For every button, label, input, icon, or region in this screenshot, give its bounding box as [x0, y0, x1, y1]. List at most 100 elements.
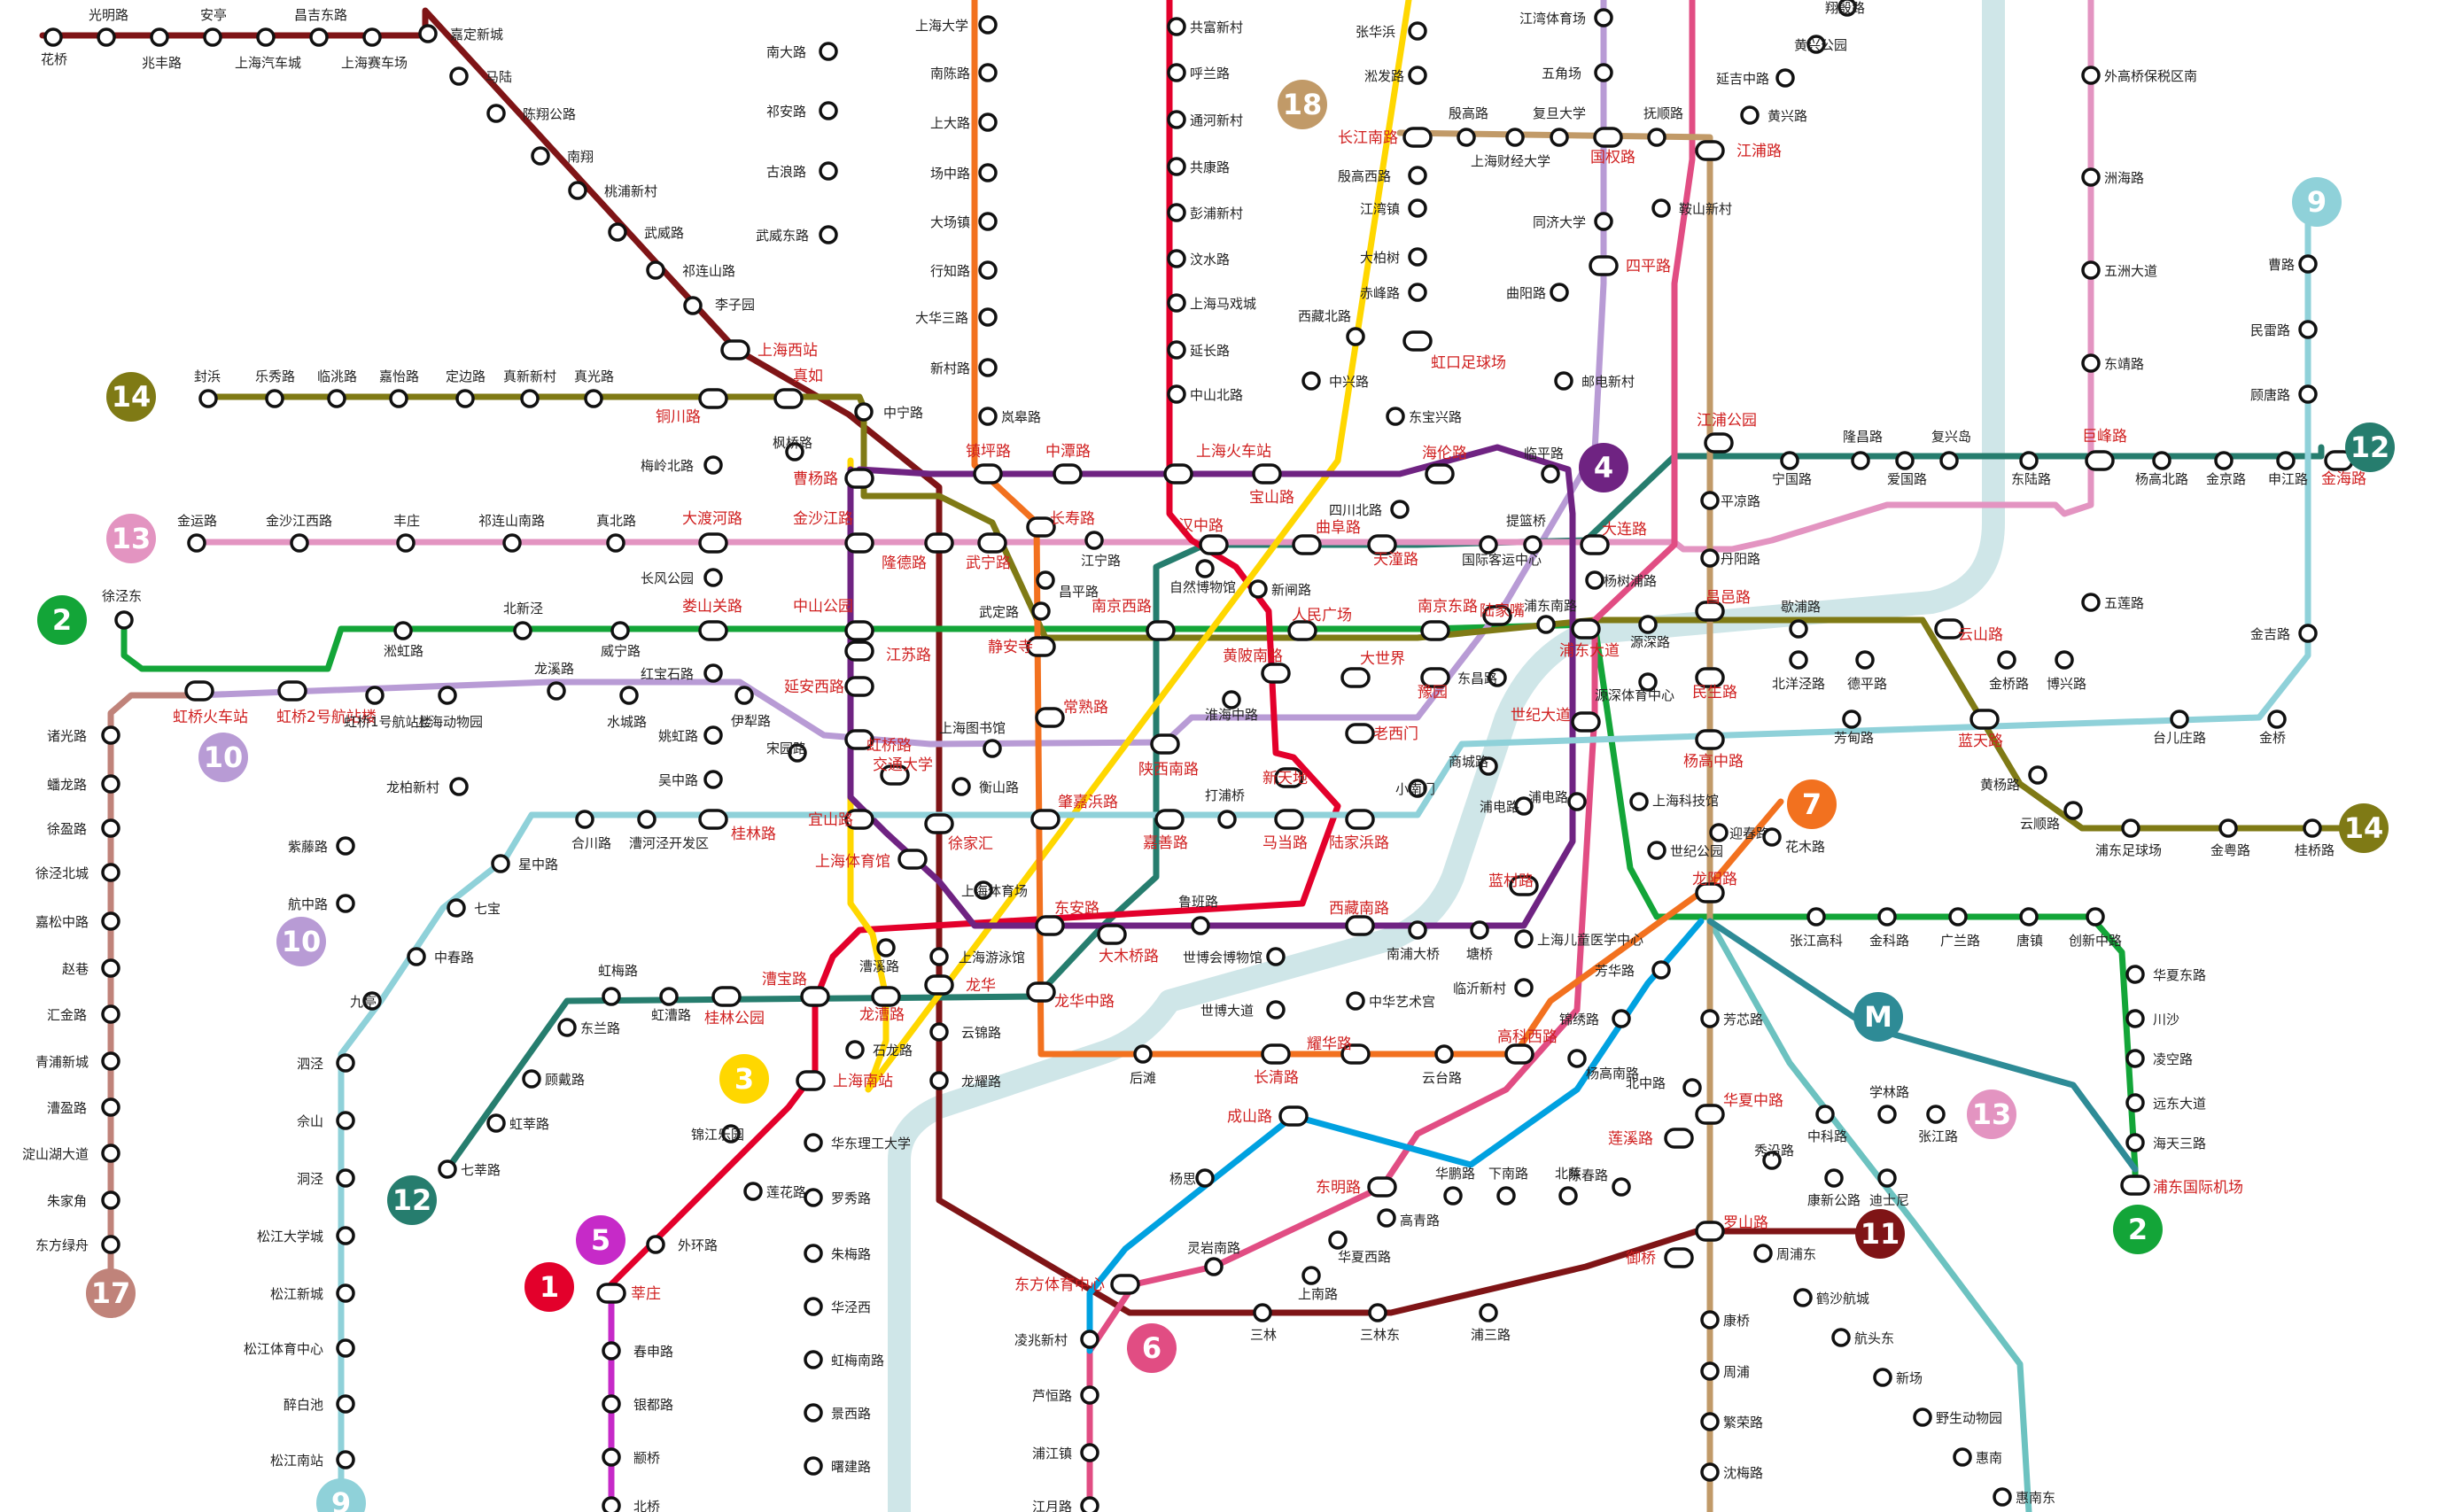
- station[interactable]: 凌空路: [2125, 1049, 2193, 1068]
- station[interactable]: 醉白池: [284, 1394, 355, 1414]
- station-marker[interactable]: [531, 146, 550, 166]
- station[interactable]: 通河新村: [1167, 110, 1243, 129]
- station-marker[interactable]: [1167, 110, 1186, 129]
- station[interactable]: 爱国路: [1887, 451, 1927, 487]
- interchange-marker[interactable]: [924, 532, 954, 554]
- station-marker[interactable]: [1993, 1487, 2012, 1507]
- station-marker[interactable]: [101, 1097, 120, 1117]
- station[interactable]: 徐家汇: [924, 813, 993, 853]
- station[interactable]: 东陆路: [2011, 451, 2051, 487]
- station[interactable]: 张江高科: [1790, 907, 1843, 949]
- station[interactable]: 安亭: [200, 7, 227, 47]
- station[interactable]: 杨树浦路: [1585, 570, 1657, 590]
- station[interactable]: 华东理工大学: [804, 1133, 911, 1152]
- station-marker[interactable]: [584, 389, 603, 408]
- station-marker[interactable]: [637, 810, 656, 829]
- station[interactable]: 徐盈路: [47, 818, 120, 838]
- station[interactable]: 南大路: [766, 42, 838, 61]
- station[interactable]: 惠南: [1953, 1447, 2002, 1467]
- station[interactable]: 共康路: [1167, 157, 1230, 176]
- station-marker[interactable]: [97, 27, 116, 47]
- station[interactable]: 松江新城: [270, 1283, 355, 1303]
- station[interactable]: 红宝石路: [641, 663, 723, 683]
- station[interactable]: 静安寺: [988, 636, 1056, 657]
- station[interactable]: 平凉路: [1700, 491, 1760, 510]
- station[interactable]: 大场镇: [930, 212, 998, 231]
- station-marker[interactable]: [1496, 1186, 1516, 1206]
- station[interactable]: 莘庄: [596, 1283, 661, 1304]
- station[interactable]: 兆丰路: [142, 27, 182, 71]
- station-marker[interactable]: [854, 402, 874, 422]
- station[interactable]: 延吉中路: [1716, 68, 1795, 88]
- station-marker[interactable]: [438, 686, 457, 705]
- station[interactable]: 新闸路: [1248, 579, 1311, 599]
- station[interactable]: 东兰路: [557, 1018, 620, 1037]
- interchange-marker[interactable]: [698, 620, 728, 641]
- station[interactable]: 民雷路: [2250, 320, 2318, 339]
- station-marker[interactable]: [336, 894, 355, 913]
- station-marker[interactable]: [876, 938, 896, 958]
- interchange-marker[interactable]: [871, 986, 901, 1007]
- station[interactable]: 武宁路: [966, 532, 1011, 572]
- station-marker[interactable]: [978, 112, 998, 132]
- interchange-marker[interactable]: [973, 463, 1003, 485]
- station[interactable]: 东明路: [1316, 1176, 1397, 1198]
- station[interactable]: 上海儿童医学中心: [1514, 929, 1643, 949]
- interchange-marker[interactable]: [880, 764, 910, 786]
- station[interactable]: 航中路: [288, 894, 355, 913]
- station[interactable]: 创新中路: [2069, 907, 2122, 949]
- station-marker[interactable]: [646, 260, 665, 280]
- station[interactable]: 虹莘路: [486, 1113, 549, 1133]
- station-marker[interactable]: [438, 1159, 457, 1179]
- station-marker[interactable]: [547, 681, 566, 701]
- station[interactable]: 沈梅路: [1700, 1462, 1763, 1482]
- station[interactable]: 祁连山南路: [478, 513, 545, 553]
- station-marker[interactable]: [743, 1182, 763, 1201]
- station[interactable]: 赤峰路: [1360, 283, 1427, 302]
- station[interactable]: 殷高路: [1449, 105, 1488, 147]
- station-marker[interactable]: [1700, 491, 1720, 510]
- station-marker[interactable]: [1253, 1303, 1272, 1322]
- station[interactable]: 真如: [773, 368, 823, 409]
- station[interactable]: 江月路: [1032, 1496, 1099, 1512]
- station[interactable]: 昌吉东路: [294, 7, 347, 47]
- station[interactable]: 虹口足球场: [1402, 330, 1506, 372]
- station[interactable]: 虹梅路: [598, 963, 638, 1006]
- station-marker[interactable]: [602, 1496, 621, 1512]
- station-marker[interactable]: [952, 777, 971, 796]
- station-marker[interactable]: [1133, 1044, 1153, 1064]
- interchange-marker[interactable]: [844, 809, 874, 830]
- station[interactable]: 莲花路: [743, 1182, 806, 1201]
- station-marker[interactable]: [1408, 166, 1427, 185]
- station[interactable]: 周浦: [1700, 1361, 1750, 1381]
- interchange-marker[interactable]: [1695, 140, 1725, 161]
- interchange-marker[interactable]: [844, 620, 874, 641]
- station[interactable]: 顾唐路: [2250, 384, 2318, 404]
- station[interactable]: 蟠龙路: [47, 774, 120, 794]
- station-marker[interactable]: [1651, 960, 1671, 980]
- station[interactable]: 高科西路: [1497, 1028, 1558, 1065]
- station[interactable]: 赵巷: [62, 958, 120, 978]
- station-marker[interactable]: [447, 898, 466, 918]
- station[interactable]: 西藏南路: [1329, 900, 1389, 936]
- station[interactable]: 顾戴路: [522, 1069, 585, 1089]
- station[interactable]: 金桥: [2259, 709, 2287, 746]
- interchange-marker[interactable]: [1367, 1176, 1397, 1198]
- station[interactable]: 迪士尼: [1869, 1168, 1909, 1208]
- station[interactable]: 陈春路: [1568, 1167, 1631, 1197]
- interchange-marker[interactable]: [1163, 463, 1193, 485]
- station-marker[interactable]: [1443, 1186, 1463, 1206]
- station[interactable]: 徐泾北城: [35, 863, 120, 882]
- station[interactable]: 朱家角: [47, 1190, 120, 1210]
- station[interactable]: 临沂新村: [1453, 978, 1534, 997]
- station[interactable]: 德平路: [1847, 650, 1887, 692]
- station[interactable]: 马陆: [449, 66, 512, 86]
- station[interactable]: 封浜: [194, 368, 221, 408]
- station[interactable]: 凌兆新村: [1014, 1330, 1099, 1349]
- station[interactable]: 高青路: [1377, 1208, 1440, 1229]
- station[interactable]: 五莲路: [2081, 593, 2144, 612]
- station-marker[interactable]: [929, 1071, 949, 1090]
- station[interactable]: 鞍山新村: [1651, 198, 1732, 218]
- station-marker[interactable]: [336, 1053, 355, 1073]
- station[interactable]: 松江大学城: [257, 1226, 355, 1245]
